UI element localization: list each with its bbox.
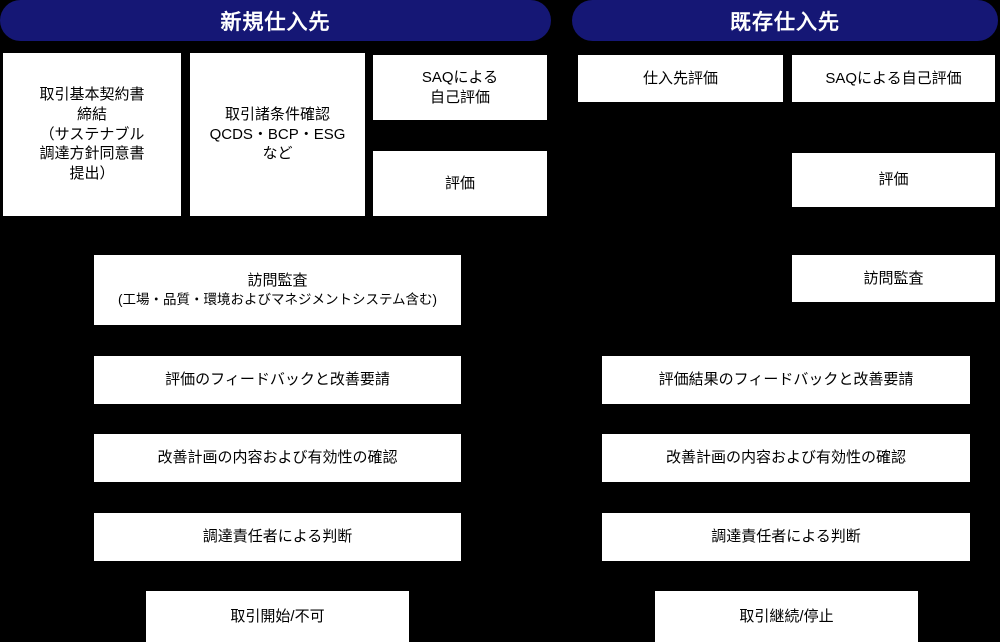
node-new-evaluation: 評価 [373,151,547,216]
node-new-trade-terms: 取引諸条件確認 QCDS・BCP・ESG など [190,53,365,216]
header-existing-suppliers-label: 既存仕入先 [730,10,840,34]
node-new-saq-self-assessment: SAQによる 自己評価 [373,55,547,120]
node-new-procurement-manager-decision-label: 調達責任者による判断 [202,528,353,546]
node-existing-transaction-outcome: 取引継続/停止 [655,591,918,642]
node-new-feedback-request: 評価のフィードバックと改善要請 [94,356,461,404]
node-new-basic-contract-line3: （サステナブル [39,125,145,143]
node-existing-onsite-audit-label: 訪問監査 [863,269,924,287]
node-new-trade-terms-line1: 取引諸条件確認 [224,105,330,123]
node-new-basic-contract-line4: 調達方針同意書 [39,145,145,163]
node-new-basic-contract: 取引基本契約書 締結 （サステナブル 調達方針同意書 提出） [3,53,181,216]
node-new-basic-contract-line1: 取引基本契約書 [39,86,145,103]
node-existing-improvement-plan-check: 改善計画の内容および有効性の確認 [602,434,970,482]
node-new-onsite-audit-detail: (工場・品質・環境およびマネジメントシステム含む) [117,291,438,307]
header-new-suppliers-label: 新規仕入先 [220,10,331,34]
header-new-suppliers: 新規仕入先 [0,0,551,41]
node-existing-supplier-evaluation-label: 仕入先評価 [642,69,718,87]
node-existing-evaluation-label: 評価 [878,171,909,189]
node-new-improvement-plan-check-label: 改善計画の内容および有効性の確認 [157,449,398,467]
node-new-trade-terms-line3: など [262,145,293,163]
header-existing-suppliers: 既存仕入先 [572,0,998,41]
node-new-transaction-outcome-label: 取引開始/不可 [230,607,325,625]
node-existing-feedback-request: 評価結果のフィードバックと改善要請 [602,356,970,404]
node-existing-feedback-request-label: 評価結果のフィードバックと改善要請 [658,371,914,389]
node-new-saq-line1: SAQによる [421,68,499,86]
node-existing-evaluation: 評価 [792,153,995,207]
node-new-transaction-outcome: 取引開始/不可 [146,591,409,642]
node-new-onsite-audit: 訪問監査 (工場・品質・環境およびマネジメントシステム含む) [94,255,461,325]
node-new-improvement-plan-check: 改善計画の内容および有効性の確認 [94,434,461,482]
node-existing-saq-label: SAQによる自己評価 [825,69,962,87]
node-new-evaluation-label: 評価 [444,174,475,192]
node-existing-supplier-evaluation: 仕入先評価 [578,55,783,102]
node-new-basic-contract-line2: 締結 [76,105,107,123]
node-existing-procurement-manager-decision-label: 調達責任者による判断 [711,528,861,546]
node-existing-onsite-audit: 訪問監査 [792,255,995,302]
node-existing-procurement-manager-decision: 調達責任者による判断 [602,513,970,561]
node-new-basic-contract-line5: 提出） [69,165,115,183]
node-existing-transaction-outcome-label: 取引継続/停止 [739,607,834,625]
node-existing-saq-self-assessment: SAQによる自己評価 [792,55,995,102]
node-new-procurement-manager-decision: 調達責任者による判断 [94,513,461,561]
node-new-saq-line2: 自己評価 [429,88,490,106]
node-new-trade-terms-line2: QCDS・BCP・ESG [209,125,346,143]
node-existing-improvement-plan-check-label: 改善計画の内容および有効性の確認 [665,449,906,467]
node-new-feedback-request-label: 評価のフィードバックと改善要請 [165,371,390,389]
node-new-onsite-audit-title: 訪問監査 [247,272,308,290]
